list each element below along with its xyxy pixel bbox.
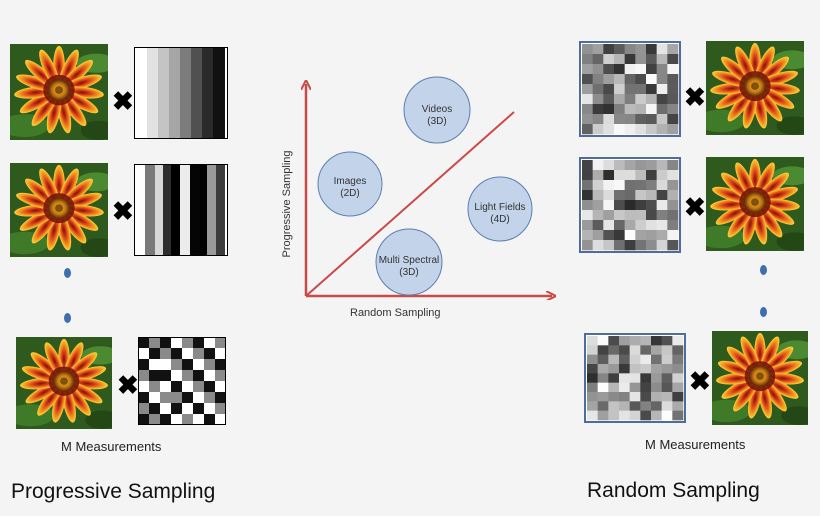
right-flower-2 <box>706 157 804 251</box>
right-mask-random-3 <box>584 333 686 423</box>
right-flower-1 <box>706 41 804 135</box>
bubble-sublabel: (2D) <box>340 188 359 199</box>
bubble-label: Multi Spectral <box>379 255 440 266</box>
bubble-multi-spectral: Multi Spectral (3D) <box>375 228 443 296</box>
y-axis-label: Progressive Sampling <box>281 150 293 258</box>
left-mask-vertical-stripes-2 <box>134 164 228 256</box>
right-mask-random-2 <box>579 157 681 253</box>
right-caption: M Measurements <box>645 437 746 452</box>
left-mask-vertical-stripes-1 <box>134 47 228 139</box>
multiply-icon: ✖ <box>684 192 706 222</box>
bubble-sublabel: (3D) <box>399 267 418 278</box>
multiply-icon: ✖ <box>112 196 134 226</box>
right-mask-random-1 <box>579 41 681 137</box>
multiply-icon: ✖ <box>112 86 134 116</box>
left-title: Progressive Sampling <box>11 480 216 503</box>
bubble-images: Images (2D) <box>317 151 383 217</box>
diagonal-divider <box>305 111 515 297</box>
ellipsis-dot <box>64 268 71 278</box>
x-axis-label: Random Sampling <box>350 307 441 319</box>
ellipsis-dot <box>64 313 71 323</box>
bubble-sublabel: (3D) <box>427 116 446 127</box>
left-flower-1 <box>10 44 108 140</box>
ellipsis-dot <box>760 307 767 317</box>
left-caption: M Measurements <box>61 439 162 454</box>
ellipsis-dot <box>760 265 767 275</box>
multiply-icon: ✖ <box>117 370 139 400</box>
sampling-diagram: Videos (3D) Images (2D) Light Fields (4D… <box>270 76 570 300</box>
bubble-label: Videos <box>422 104 452 115</box>
left-flower-3 <box>16 337 112 429</box>
bubble-sublabel: (4D) <box>490 214 509 225</box>
left-flower-2 <box>10 163 108 257</box>
multiply-icon: ✖ <box>684 82 706 112</box>
bubble-light-fields: Light Fields (4D) <box>467 176 533 242</box>
bubble-label: Light Fields <box>474 202 525 213</box>
right-title: Random Sampling <box>587 479 760 502</box>
bubble-label: Images <box>334 176 367 187</box>
multiply-icon: ✖ <box>689 366 711 396</box>
bubble-videos: Videos (3D) <box>403 76 471 144</box>
right-flower-3 <box>712 331 808 425</box>
left-mask-checkerboard <box>138 337 226 425</box>
